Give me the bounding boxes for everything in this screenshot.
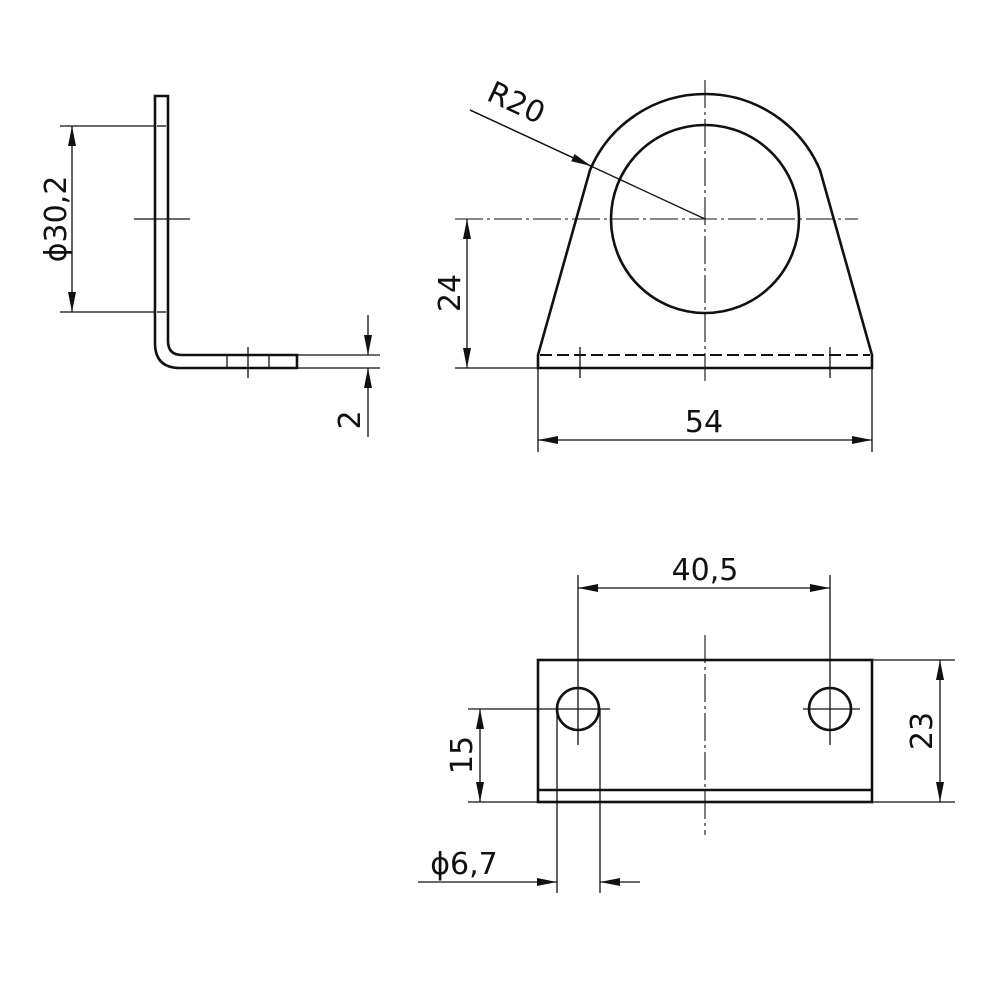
dim-hole-offset: 15 xyxy=(445,708,560,803)
front-outline xyxy=(536,92,874,370)
dim-radius: R20 xyxy=(469,75,706,220)
dim-overall-width-label: 54 xyxy=(685,405,723,440)
side-view: ϕ30,2 2 xyxy=(39,94,380,437)
side-profile xyxy=(153,94,299,370)
dim-hole-spacing-label: 40,5 xyxy=(672,553,739,588)
hidden-hole-ticks xyxy=(157,125,270,368)
bottom-view: 40,5 23 15 ϕ6,7 xyxy=(418,553,955,893)
dim-center-height: 24 xyxy=(433,219,538,369)
front-view: R20 24 54 xyxy=(433,75,874,452)
dim-center-height-label: 24 xyxy=(433,274,468,312)
dim-hole-diameter-label: ϕ6,7 xyxy=(430,847,498,882)
dim-base-depth: 23 xyxy=(872,659,955,803)
dim-hole-offset-label: 15 xyxy=(445,736,480,774)
dim-base-depth-label: 23 xyxy=(905,712,940,750)
dim-hole-diameter: ϕ6,7 xyxy=(418,709,640,893)
dim-bore-diameter: ϕ30,2 xyxy=(39,125,155,313)
dim-overall-width: 54 xyxy=(537,368,873,452)
dim-radius-label: R20 xyxy=(482,75,550,132)
dim-thickness-label: 2 xyxy=(333,410,368,429)
dim-hole-spacing: 40,5 xyxy=(578,553,830,592)
dim-thickness: 2 xyxy=(297,315,380,437)
dim-bore-diameter-label: ϕ30,2 xyxy=(39,176,74,263)
